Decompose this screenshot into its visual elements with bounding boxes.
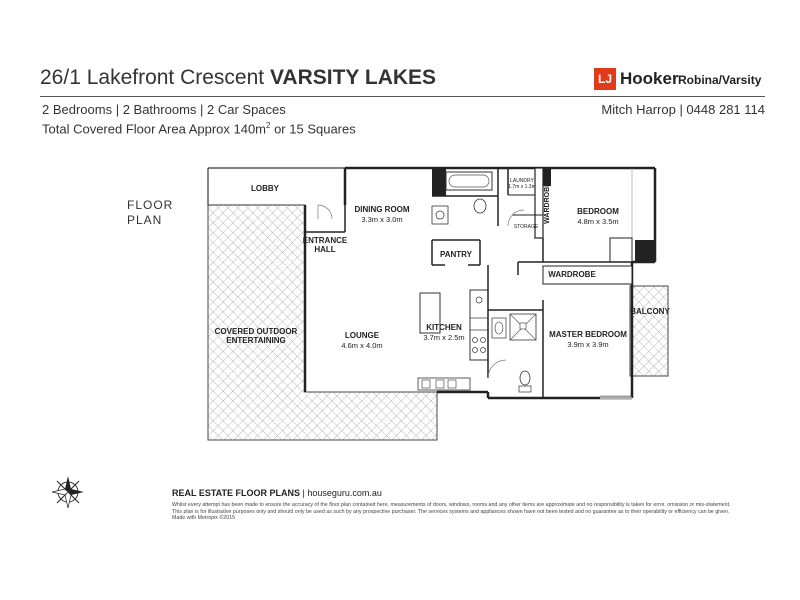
logo-word: Hooker bbox=[620, 69, 679, 88]
lobby-walls bbox=[207, 167, 345, 206]
label-master: MASTER BEDROOM bbox=[549, 330, 627, 339]
property-title: 26/1 Lakefront Crescent VARSITY LAKES bbox=[40, 66, 436, 90]
dim-dining: 3.3m x 3.0m bbox=[361, 215, 402, 224]
dim-bedroom: 4.8m x 3.5m bbox=[577, 217, 618, 226]
agency-logo: LJ Hooker bbox=[594, 68, 679, 90]
property-features: 2 Bedrooms | 2 Bathrooms | 2 Car Spaces bbox=[42, 102, 286, 117]
property-suburb: VARSITY LAKES bbox=[269, 66, 437, 89]
footer-title: REAL ESTATE FLOOR PLANS | houseguru.com.… bbox=[172, 488, 382, 498]
bathroom-1 bbox=[431, 168, 499, 226]
floor-area-suffix: or 15 Squares bbox=[270, 121, 356, 137]
disclaimer: Whilst every attempt has been made to en… bbox=[172, 502, 772, 522]
floor-area-unit-sup: 2 bbox=[266, 121, 271, 130]
laundry-storage bbox=[507, 167, 551, 239]
floor-area: Total Covered Floor Area Approx 140m2 or… bbox=[42, 121, 356, 136]
label-entrance-1: ENTRANCE bbox=[303, 236, 348, 245]
label-dining: DINING ROOM bbox=[354, 205, 409, 214]
label-entrance-2: HALL bbox=[314, 245, 335, 254]
label-bedroom: BEDROOM bbox=[577, 207, 619, 216]
dim-master: 3.9m x 3.9m bbox=[567, 340, 608, 349]
label-balcony: BALCONY bbox=[630, 307, 670, 316]
property-address: 26/1 Lakefront Crescent bbox=[40, 66, 265, 89]
label-wardrobe: WARDROBE bbox=[548, 270, 596, 279]
pantry-walls bbox=[431, 239, 481, 266]
floor-plan-label-line2: PLAN bbox=[127, 213, 163, 227]
floor-plan-label-line1: FLOOR bbox=[127, 198, 174, 212]
label-laundry: LAUNDRY bbox=[510, 178, 534, 184]
floor-plan-label: FLOOR PLAN bbox=[127, 198, 173, 228]
master-wardrobe bbox=[542, 265, 633, 285]
label-kitchen: KITCHEN bbox=[426, 323, 462, 332]
label-pantry: PANTRY bbox=[440, 250, 473, 259]
footer-site: | houseguru.com.au bbox=[300, 488, 382, 498]
floor-area-text: Total Covered Floor Area Approx 140m bbox=[42, 121, 267, 137]
label-lounge: LOUNGE bbox=[345, 331, 380, 340]
compass-rose-icon bbox=[51, 476, 84, 509]
label-outdoor-2: ENTERTAINING bbox=[226, 336, 285, 345]
label-outdoor-1: COVERED OUTDOOR bbox=[215, 327, 298, 336]
dim-lounge: 4.6m x 4.0m bbox=[341, 341, 382, 350]
agency-office: Robina/Varsity bbox=[678, 73, 762, 87]
disclaimer-line: This plan is for illustrative purposes o… bbox=[172, 508, 730, 515]
disclaimer-line: Made with Metropix ©2015 bbox=[172, 515, 236, 522]
kitchen-fixtures bbox=[417, 265, 489, 391]
disclaimer-line: Whilst every attempt has been made to en… bbox=[172, 502, 731, 508]
dim-kitchen: 3.7m x 2.5m bbox=[423, 333, 464, 342]
dim-laundry: 1.7m x 1.3m bbox=[508, 184, 536, 190]
entrance-hall-walls bbox=[305, 204, 346, 233]
logo-mark: LJ bbox=[594, 68, 616, 90]
label-storage: STORAGE bbox=[514, 224, 539, 230]
label-wardrobe-vertical: WARDROBE bbox=[544, 182, 551, 224]
agent-contact: Mitch Harrop | 0448 281 114 bbox=[601, 102, 765, 117]
label-lobby: LOBBY bbox=[251, 184, 280, 193]
ensuite bbox=[487, 300, 544, 398]
header-divider bbox=[40, 96, 765, 97]
footer-brand: REAL ESTATE FLOOR PLANS bbox=[172, 488, 301, 498]
